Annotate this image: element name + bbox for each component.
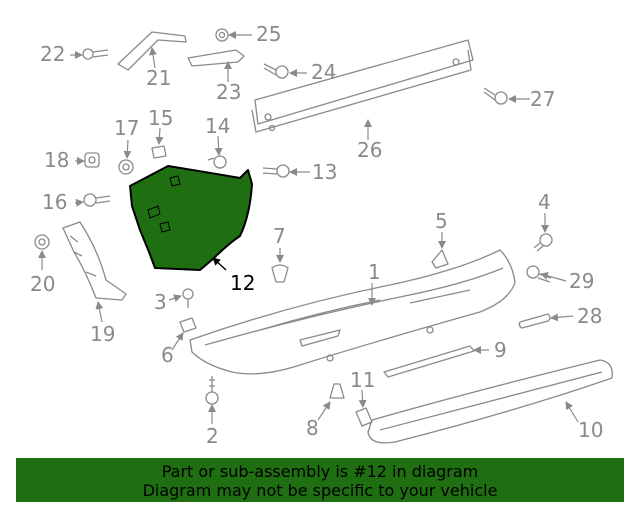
part-9-molding: [383, 345, 475, 378]
callout-8: 8: [306, 416, 319, 440]
part-23-bracket: [187, 49, 245, 67]
callout-9: 9: [494, 338, 507, 362]
part-20-clip: [34, 234, 50, 250]
callout-23: 23: [216, 80, 242, 104]
part-11-clip: [355, 407, 373, 427]
part-17-nut: [118, 159, 134, 175]
callout-28: 28: [577, 304, 603, 328]
part-10-spoiler: [367, 359, 613, 444]
callout-5: 5: [435, 209, 448, 233]
part-19-bracket: [62, 221, 127, 301]
callout-18: 18: [44, 148, 70, 172]
callout-22: 22: [40, 42, 66, 66]
callout-14: 14: [205, 114, 231, 138]
part-8-clip: [329, 383, 345, 399]
callout-15: 15: [148, 106, 174, 130]
part-5-clip: [431, 249, 449, 269]
callout-12: 12: [230, 271, 256, 295]
part-12-highlight: [129, 165, 253, 271]
callout-29: 29: [569, 269, 595, 293]
callout-27: 27: [530, 87, 556, 111]
part-25-clip: [215, 28, 229, 42]
callout-13: 13: [312, 160, 338, 184]
callout-6: 6: [161, 343, 174, 367]
notice-line-2: Diagram may not be specific to your vehi…: [142, 481, 498, 500]
callout-3: 3: [154, 290, 167, 314]
part-22-bolt: [82, 48, 109, 60]
callout-26: 26: [357, 138, 383, 162]
notice-line-1: Part or sub-assembly is #12 in diagram: [161, 462, 479, 481]
callout-7: 7: [273, 224, 286, 248]
callout-10: 10: [578, 418, 604, 442]
part-29-bolt: [526, 265, 552, 283]
part-21-bracket: [117, 31, 187, 71]
part-15-clip: [151, 145, 167, 159]
callout-11: 11: [350, 368, 376, 392]
callout-4: 4: [538, 190, 551, 214]
callout-2: 2: [206, 424, 219, 448]
part-26-reinforcement: [251, 39, 474, 133]
part-14-nut: [207, 155, 227, 169]
callout-19: 19: [90, 322, 116, 346]
part-13-bolt: [262, 164, 290, 178]
callout-16: 16: [42, 190, 68, 214]
part-3-bolt: [182, 288, 194, 308]
callout-17: 17: [114, 116, 140, 140]
part-24-bolt: [263, 63, 289, 79]
callout-1: 1: [368, 260, 381, 284]
callout-24: 24: [311, 60, 337, 84]
callout-20: 20: [30, 272, 56, 296]
callout-25: 25: [256, 22, 282, 46]
part-18-clip: [84, 152, 100, 168]
part-1-bumper-cover: [189, 249, 516, 375]
part-16-bolt: [83, 193, 111, 207]
part-4-bolt: [533, 233, 553, 252]
part-6-retainer: [179, 317, 197, 333]
part-7-clip: [271, 264, 289, 283]
notice-banner: Part or sub-assembly is #12 in diagram D…: [16, 458, 624, 502]
part-2-bolt: [205, 376, 219, 405]
callout-21: 21: [146, 66, 172, 90]
part-27-bolt: [483, 87, 508, 105]
part-28-reflector: [518, 313, 551, 329]
